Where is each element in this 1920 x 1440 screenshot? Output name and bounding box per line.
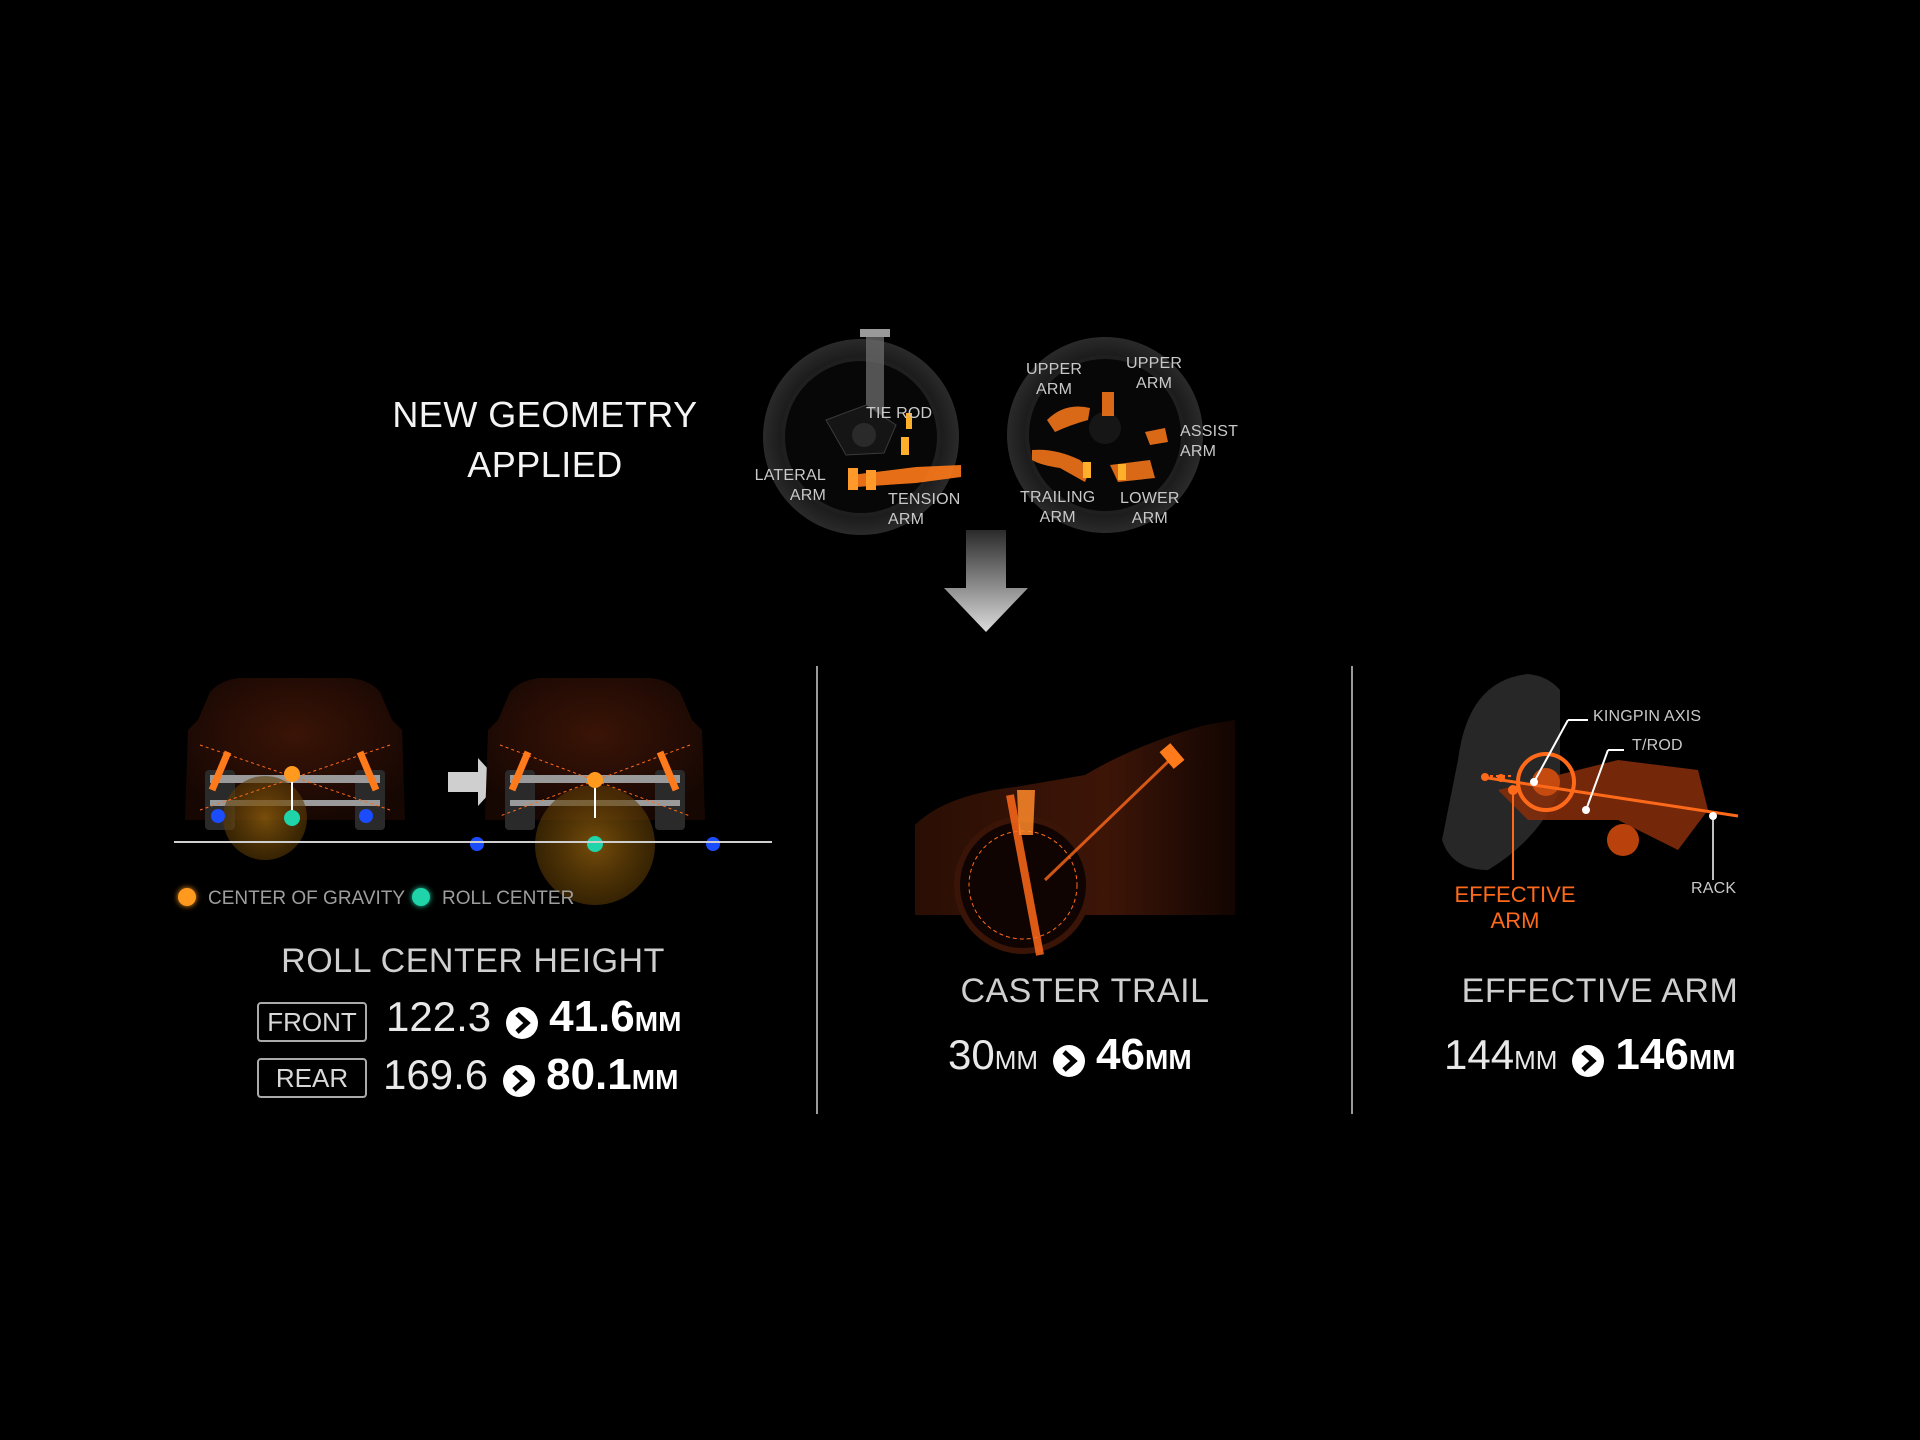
front-suspension-wheel-diagram <box>763 329 961 535</box>
rear-upper-arm-right <box>1102 392 1114 416</box>
label-lower-arm: LOWER ARM <box>1120 490 1180 527</box>
legend-center-of-gravity: CENTER OF GRAVITY <box>178 887 405 910</box>
label-trailing-arm: TRAILING ARM <box>1020 489 1096 526</box>
section-divider-2 <box>1351 666 1353 1114</box>
caster-trail-diagram <box>915 720 1235 956</box>
label-trod: T/ROD <box>1632 737 1683 754</box>
legend-roll-center: ROLL CENTER <box>412 887 574 910</box>
arrow-right-circle-icon <box>506 1006 539 1039</box>
arrow-right-circle-icon <box>1572 1044 1605 1077</box>
rear-trailing-arm <box>1032 449 1090 482</box>
headline-line-1: NEW GEOMETRY <box>392 394 698 435</box>
tire-silhouette <box>1442 674 1560 870</box>
arrow-right-circle-icon <box>1053 1044 1086 1077</box>
down-arrow-icon <box>944 530 1028 632</box>
section-divider-1 <box>816 666 818 1114</box>
label-rack: RACK <box>1691 880 1737 897</box>
front-strut <box>866 333 884 418</box>
caster-trail-title: CASTER TRAIL <box>960 972 1210 1010</box>
car-after <box>470 678 720 905</box>
label-upper-arm-1: UPPER ARM <box>1026 361 1083 398</box>
car-before <box>185 678 405 860</box>
rear-upper-arm-left <box>1047 406 1090 432</box>
label-kingpin-axis: KINGPIN AXIS <box>1593 708 1702 725</box>
roll-center-dot-icon <box>412 887 430 906</box>
gravity-dot-icon <box>178 887 196 906</box>
label-effective-arm: EFFECTIVE ARM <box>1454 882 1576 933</box>
effective-arm-title: EFFECTIVE ARM <box>1461 972 1739 1010</box>
headline: NEW GEOMETRY APPLIED <box>360 390 730 490</box>
label-assist-arm: ASSIST ARM <box>1180 423 1239 460</box>
front-tag: FRONT <box>257 1002 367 1042</box>
roll-center-diagram <box>174 678 772 905</box>
front-tension-arm <box>851 465 961 487</box>
headline-line-2: APPLIED <box>467 444 623 485</box>
arrow-right-circle-icon <box>503 1064 536 1097</box>
label-lateral-arm: LATERAL ARM <box>754 467 826 504</box>
label-tension-arm: TENSION ARM <box>888 491 961 528</box>
label-upper-arm-2: UPPER ARM <box>1126 355 1183 392</box>
rear-suspension-wheel-diagram <box>1007 337 1203 533</box>
roll-center-title: ROLL CENTER HEIGHT <box>281 942 665 980</box>
rear-assist-arm <box>1145 428 1168 445</box>
label-tie-rod: TIE ROD <box>866 405 933 422</box>
effective-arm-diagram <box>1442 674 1739 880</box>
rear-tag: REAR <box>257 1058 367 1098</box>
